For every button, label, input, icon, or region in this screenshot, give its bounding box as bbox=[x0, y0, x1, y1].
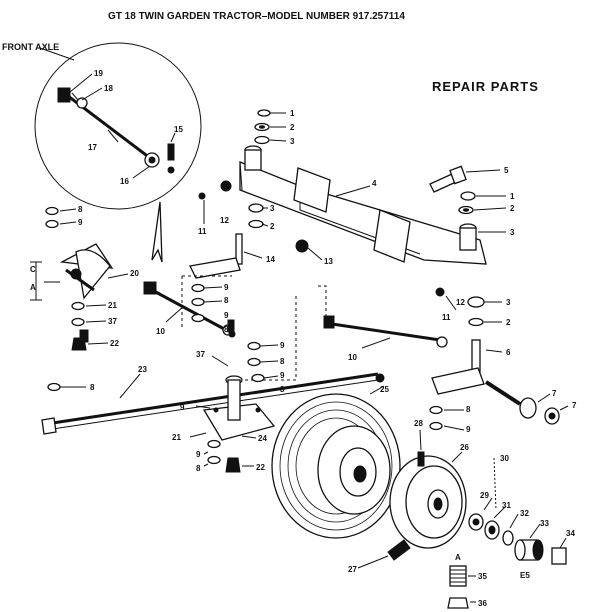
callout-2-left: 2 bbox=[270, 222, 275, 231]
callout-10-right: 10 bbox=[348, 353, 357, 362]
drag-link-right bbox=[323, 315, 448, 349]
callout-4: 4 bbox=[372, 179, 377, 188]
callout-8-center-b: 8 bbox=[224, 325, 229, 334]
callout-19: 19 bbox=[94, 69, 103, 78]
axle-beam bbox=[239, 145, 487, 265]
callout-26: 26 bbox=[460, 443, 469, 452]
callout-27: 27 bbox=[348, 565, 357, 574]
callout-1-right: 1 bbox=[510, 192, 515, 201]
callout-33: 33 bbox=[540, 519, 549, 528]
grease-fitting bbox=[357, 539, 411, 569]
callout-10-left: 10 bbox=[156, 327, 165, 336]
washer-column-left bbox=[45, 206, 109, 392]
sector-gear bbox=[59, 243, 129, 300]
callout-29: 29 bbox=[480, 491, 489, 500]
callout-9-rod: 9 bbox=[180, 403, 185, 412]
callout-37-left: 37 bbox=[108, 317, 117, 326]
callout-labels: 19 18 17 15 16 1 2 3 4 5 1 2 3 3 12 2 11… bbox=[30, 69, 577, 608]
dimension-A: A bbox=[30, 283, 36, 292]
callout-21-left: 21 bbox=[108, 301, 117, 310]
callout-17: 17 bbox=[88, 143, 97, 152]
footnote-code: E5 bbox=[520, 571, 530, 580]
callout-8-plate-b: 8 bbox=[280, 385, 285, 394]
callout-8-center-a: 8 bbox=[224, 296, 229, 305]
right-spindle bbox=[429, 287, 569, 431]
callout-9-center-a: 9 bbox=[224, 283, 229, 292]
steering-plate bbox=[189, 355, 276, 473]
callout-13: 13 bbox=[324, 257, 333, 266]
callout-7-a: 7 bbox=[552, 389, 557, 398]
left-spindle bbox=[189, 180, 269, 279]
callout-36: 36 bbox=[478, 599, 487, 608]
front-tire bbox=[271, 385, 401, 539]
callout-5: 5 bbox=[504, 166, 509, 175]
callout-28: 28 bbox=[414, 419, 423, 428]
callout-9-lower: 9 bbox=[196, 450, 201, 459]
callout-15: 15 bbox=[174, 125, 183, 134]
callout-8-lower: 8 bbox=[196, 464, 201, 473]
callout-3-left: 3 bbox=[270, 204, 275, 213]
callout-12-left: 12 bbox=[220, 216, 229, 225]
misc-hardware bbox=[79, 319, 236, 343]
callout-9-top: 9 bbox=[78, 218, 83, 227]
callout-9-center-b: 9 bbox=[224, 311, 229, 320]
front-axle-detail-inset bbox=[34, 42, 202, 210]
callout-20: 20 bbox=[130, 269, 139, 278]
callout-22-center: 22 bbox=[256, 463, 265, 472]
callout-3-right: 3 bbox=[510, 228, 515, 237]
callout-6: 6 bbox=[506, 348, 511, 357]
callout-7-b: 7 bbox=[572, 401, 577, 410]
section-title: FRONT AXLE bbox=[2, 42, 59, 52]
washer-column-center bbox=[191, 283, 279, 383]
callout-A-bolt: A bbox=[455, 553, 461, 562]
callout-35: 35 bbox=[478, 572, 487, 581]
callout-2-lower-right: 2 bbox=[506, 318, 511, 327]
callout-3-lower-right: 3 bbox=[506, 298, 511, 307]
pivot-bolt bbox=[429, 165, 501, 193]
callout-32: 32 bbox=[520, 509, 529, 518]
repair-parts-heading: REPAIR PARTS bbox=[432, 79, 539, 94]
bolt-and-nut bbox=[447, 565, 476, 609]
callout-21-center: 21 bbox=[172, 433, 181, 442]
callout-8-right: 8 bbox=[466, 405, 471, 414]
callout-9-plate-a: 9 bbox=[280, 341, 285, 350]
page-title: GT 18 TWIN GARDEN TRACTOR–MODEL NUMBER 9… bbox=[108, 11, 405, 22]
dimension-marks bbox=[30, 261, 60, 301]
washer-stack-right bbox=[458, 191, 507, 233]
callout-1: 1 bbox=[290, 109, 295, 118]
callout-9-right: 9 bbox=[466, 425, 471, 434]
callout-8-plate-a: 8 bbox=[280, 357, 285, 366]
callout-22-left: 22 bbox=[110, 339, 119, 348]
washer-stack-top bbox=[254, 109, 287, 145]
dimension-C: C bbox=[30, 265, 36, 274]
callout-23: 23 bbox=[138, 365, 147, 374]
callout-37-center: 37 bbox=[196, 350, 205, 359]
callout-2: 2 bbox=[290, 123, 295, 132]
callout-24: 24 bbox=[258, 434, 267, 443]
valve-stem bbox=[417, 429, 425, 467]
callout-2-right: 2 bbox=[510, 204, 515, 213]
callout-11-right: 11 bbox=[442, 313, 451, 322]
callout-11-left: 11 bbox=[198, 227, 207, 236]
callout-34: 34 bbox=[566, 529, 575, 538]
hub-hardware bbox=[468, 457, 567, 565]
callout-3: 3 bbox=[290, 137, 295, 146]
callout-31: 31 bbox=[502, 501, 511, 510]
callout-16: 16 bbox=[120, 177, 129, 186]
callout-8-top: 8 bbox=[78, 205, 83, 214]
inset-pointer bbox=[151, 201, 163, 263]
wheel-rim bbox=[389, 451, 467, 549]
callout-8-rod: 8 bbox=[90, 383, 95, 392]
callout-25: 25 bbox=[380, 385, 389, 394]
callout-18: 18 bbox=[104, 84, 113, 93]
callout-30: 30 bbox=[500, 454, 509, 463]
tie-rod bbox=[41, 372, 385, 435]
nut-13 bbox=[295, 239, 309, 253]
callout-9-plate-b: 9 bbox=[280, 371, 285, 380]
callout-14: 14 bbox=[266, 255, 275, 264]
callout-12-right: 12 bbox=[456, 298, 465, 307]
